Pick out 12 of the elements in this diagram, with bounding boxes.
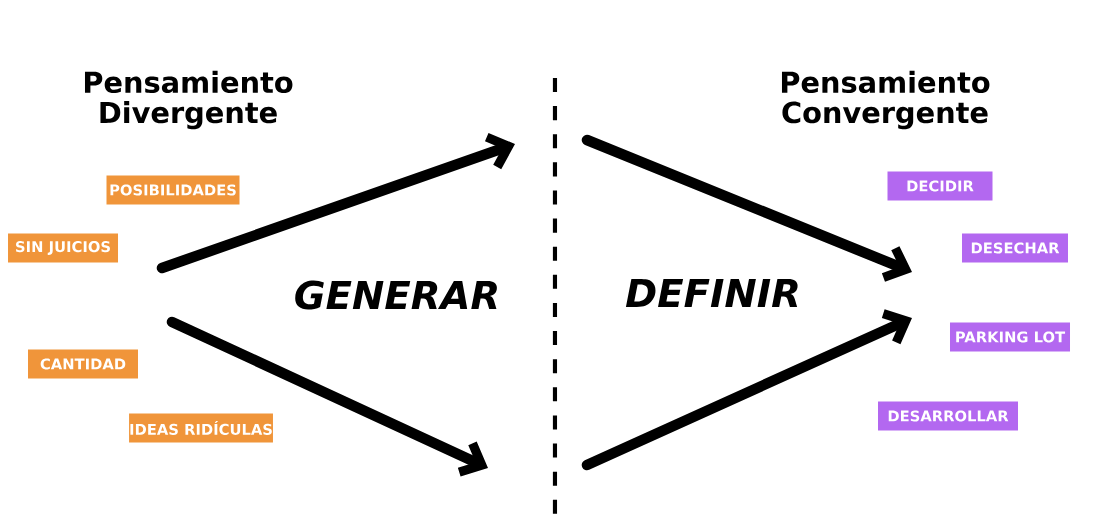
- tag-box: DECIDIR: [887, 171, 993, 201]
- tag-box: IDEAS RIDÍCULAS: [129, 413, 273, 443]
- tag-box: DESECHAR: [962, 233, 1068, 263]
- tag-box: PARKING LOT: [950, 322, 1070, 352]
- tag-box: CANTIDAD: [28, 349, 138, 379]
- handwritten-label: DEFINIR: [625, 278, 798, 308]
- tag-box: SIN JUICIOS: [8, 233, 118, 263]
- handwritten-label: GENERAR: [295, 280, 497, 310]
- heading: Pensamiento Divergente: [85, 70, 293, 130]
- heading: Pensamiento Convergente: [782, 70, 990, 130]
- tag-box: DESARROLLAR: [878, 401, 1018, 431]
- tag-box: POSIBILIDADES: [106, 175, 240, 205]
